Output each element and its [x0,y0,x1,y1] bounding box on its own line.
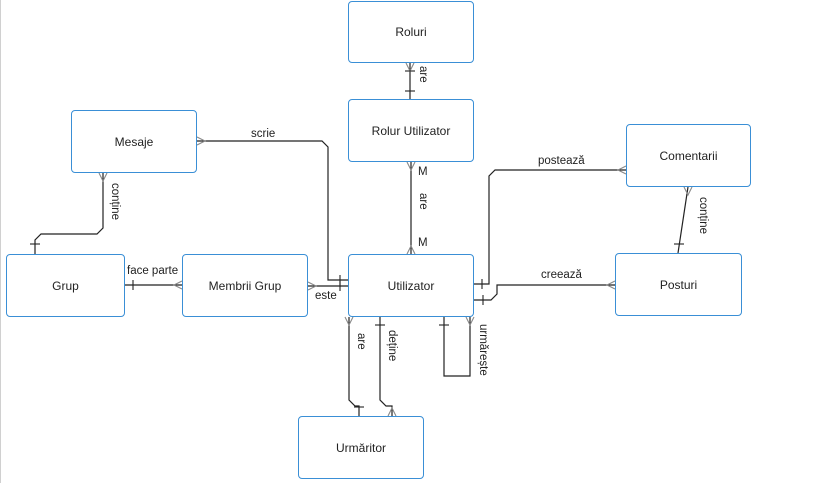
edge-utilizator-self [439,316,475,377]
entity-membrii-grup[interactable]: Membrii Grup [182,254,308,317]
entity-urmaritor[interactable]: Urmăritor [298,416,424,479]
edge-grup-membrii [125,280,183,290]
label-scrie: scrie [251,128,276,140]
edge-comentarii-posturi [674,186,693,254]
edge-utilizator-urmaritor-are [344,316,364,416]
edge-utilizator-comentarii [474,165,627,289]
entity-comentarii[interactable]: Comentarii [626,124,751,187]
entity-mesaje[interactable]: Mesaje [71,110,197,173]
entity-posturi[interactable]: Posturi [615,253,742,316]
edge-membrii-utilizator [307,281,348,291]
edge-utilizator-posturi [474,280,616,305]
label-are-roluri: are [417,66,429,83]
edge-mesaje-grup [30,172,108,254]
label-creeaza: creează [541,269,582,281]
label-are-main: are [417,193,429,210]
edge-rolur-utilizator-utilizator [406,161,416,255]
label-urmareste: urmărește [477,324,489,376]
left-divider [0,0,1,483]
label-detine: deține [386,330,398,362]
entity-rolur-utilizator[interactable]: Rolur Utilizator [348,99,474,162]
label-contine-comentarii: conține [697,197,709,235]
entity-utilizator[interactable]: Utilizator [348,254,474,317]
label-face-parte: face parte [127,265,179,277]
label-posteaza: postează [538,155,585,167]
label-contine-mesaje: conține [109,183,121,221]
label-are-urmaritor: are [355,333,367,350]
entity-roluri[interactable]: Roluri [348,1,474,63]
label-m-top: M [418,166,428,178]
entity-grup[interactable]: Grup [6,254,125,317]
edge-roluri-rolur-utilizator [405,62,415,99]
edge-utilizator-urmaritor-detine [375,317,397,417]
label-m-bottom: M [418,237,428,249]
label-este: este [315,290,337,302]
